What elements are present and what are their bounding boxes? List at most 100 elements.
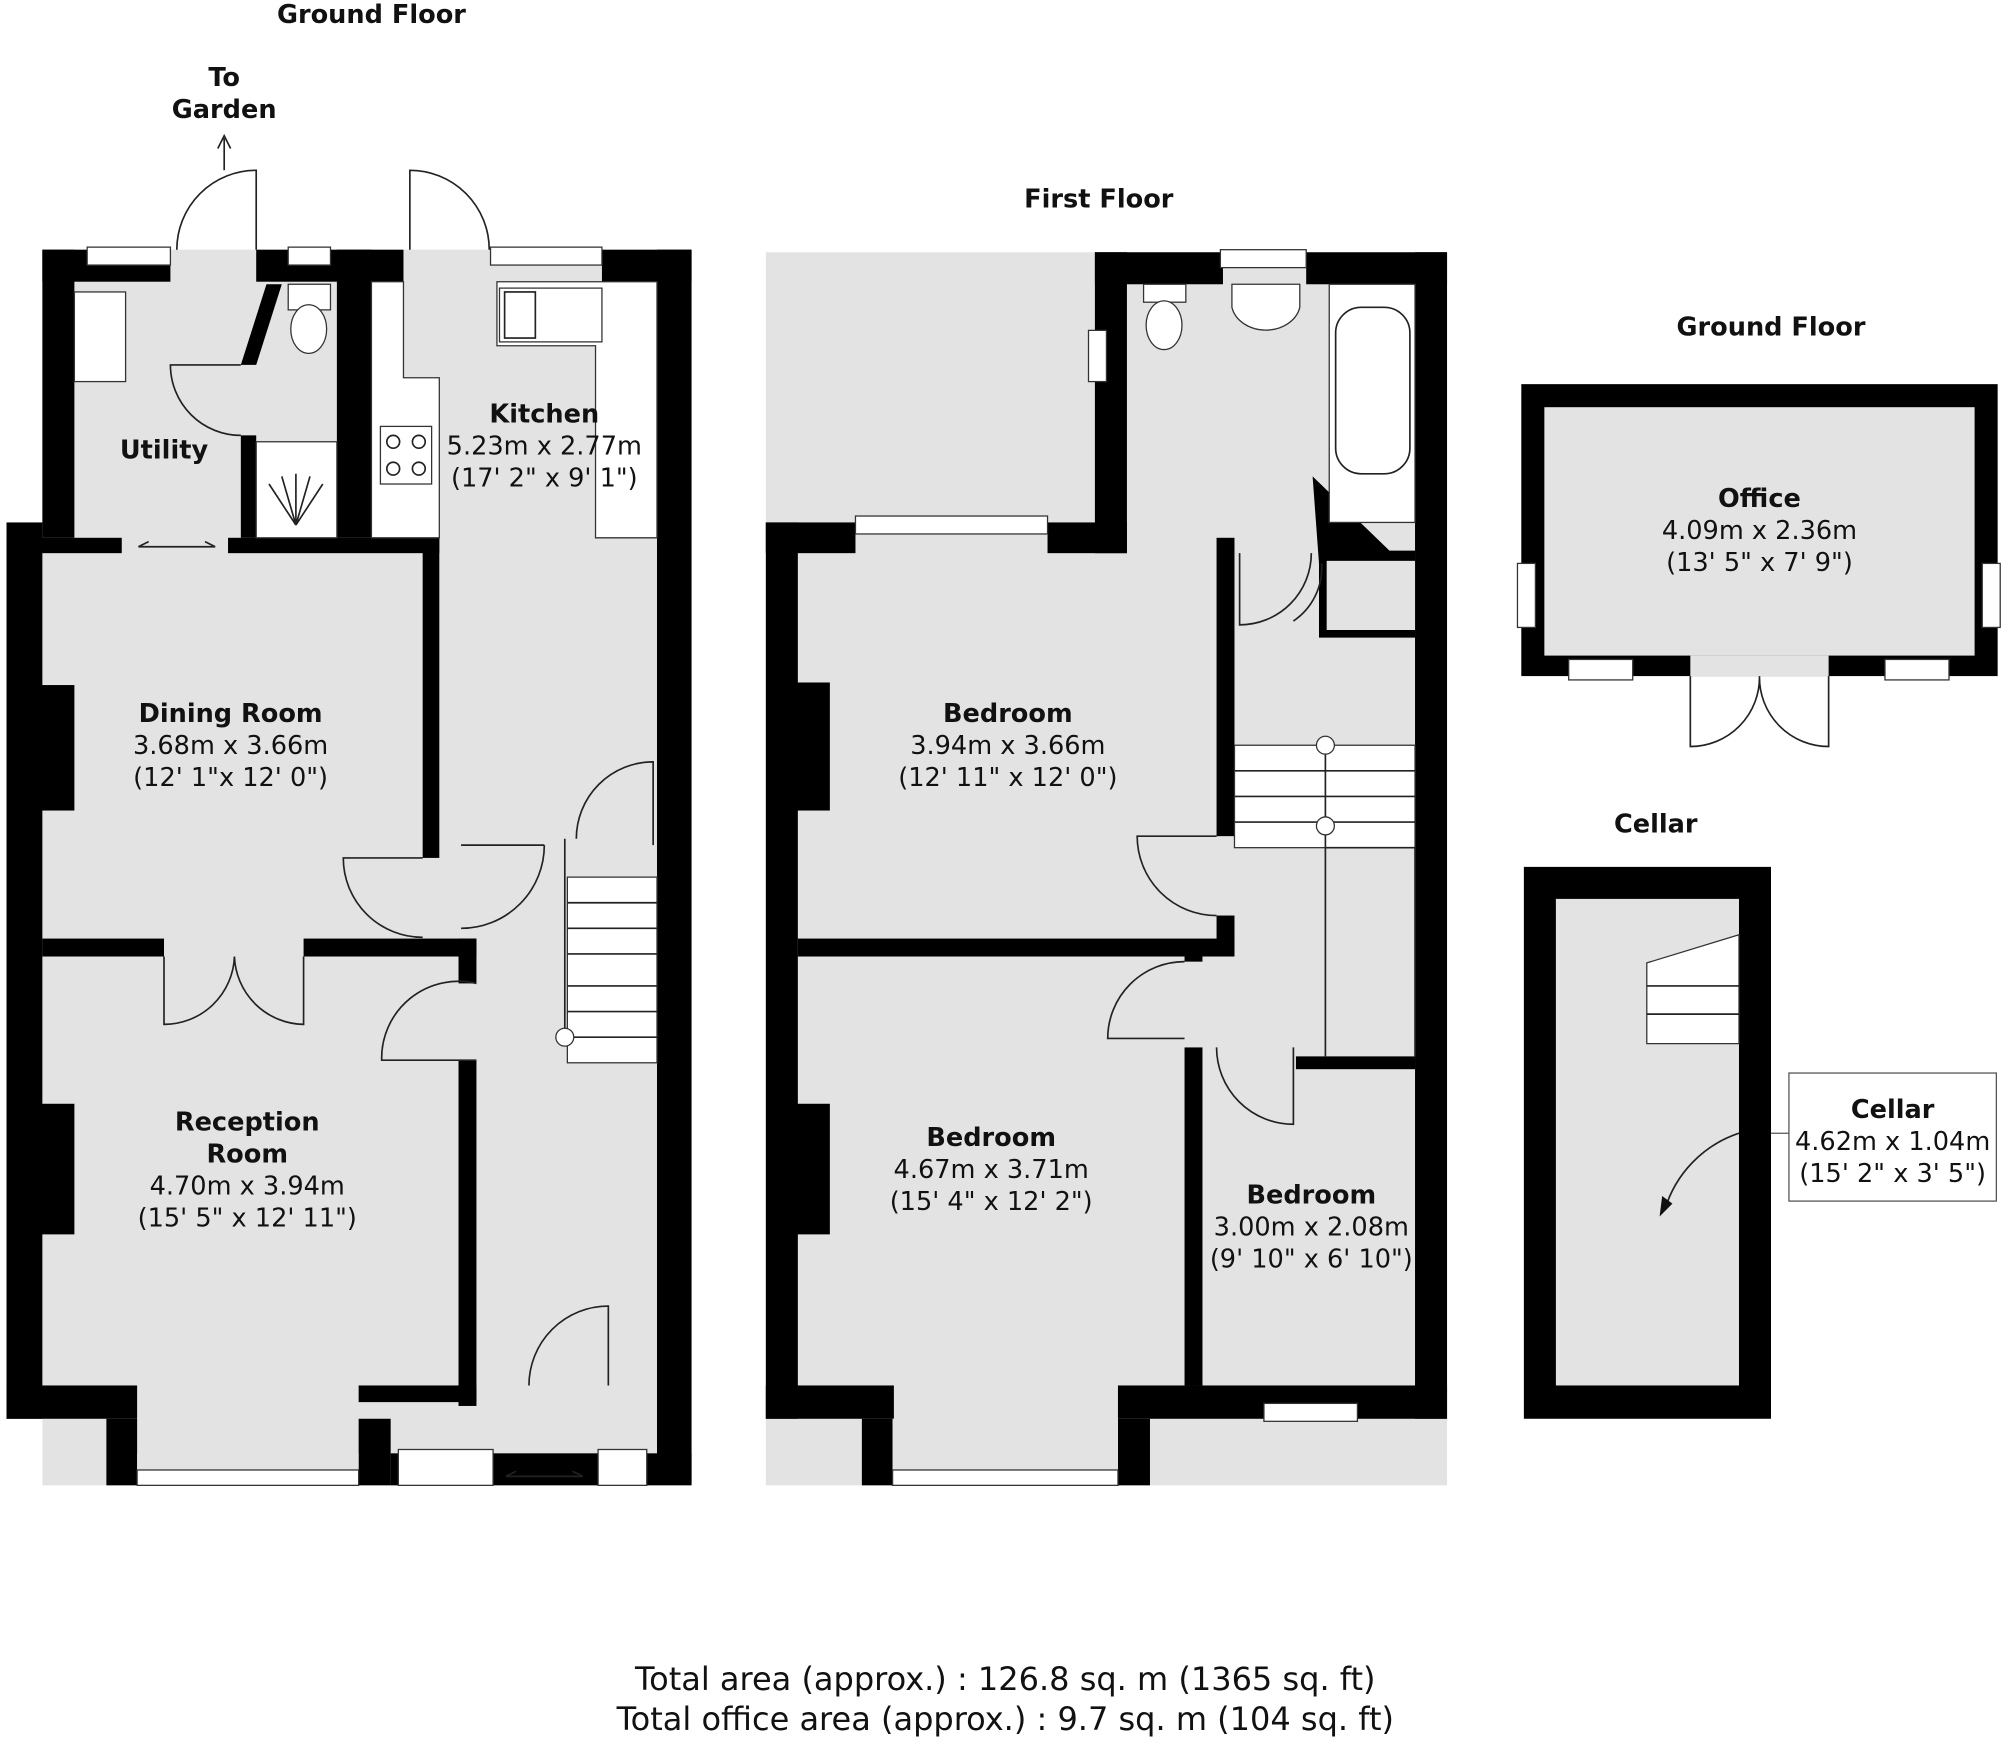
bedroom-imperial: (9' 10" x 6' 10") [1210, 1245, 1413, 1275]
wall-or-fixture [861, 1418, 893, 1486]
double-doors[interactable] [163, 956, 305, 1026]
wall-or-fixture [1094, 252, 1127, 554]
plan-detail [385, 461, 401, 476]
office-metric: 4.09m x 2.36m [1662, 516, 1857, 546]
cellar-metric: 4.62m x 1.04m [1795, 1127, 1990, 1157]
bathroom-door[interactable] [1238, 553, 1313, 626]
utility-sink-icon [73, 291, 127, 383]
plan-detail [411, 461, 427, 476]
reception-label: Reception [175, 1108, 320, 1138]
plan-detail [1646, 985, 1739, 1015]
wc-door[interactable] [169, 364, 241, 437]
toilet-icon [1145, 300, 1183, 351]
wall [240, 284, 282, 365]
wall-or-fixture [1295, 1056, 1416, 1070]
kitchen-imperial: (17' 2" x 9' 1") [451, 464, 638, 494]
bedroom-door[interactable] [1215, 1047, 1295, 1126]
plan-detail [385, 434, 401, 449]
wall [656, 249, 692, 1483]
plan-detail [1315, 816, 1336, 836]
bay-window [891, 1469, 1119, 1486]
office-plan: Ground Floor Office 4.09m x 2.36m (13' 5… [1516, 312, 2001, 748]
ground-floor-plan: Ground Floor To Garden Utility Kitchen 5… [6, 0, 692, 1486]
toilet-cistern-icon [287, 283, 332, 311]
wall [42, 249, 75, 538]
wall [6, 522, 43, 1419]
wall-or-fixture [765, 522, 798, 1419]
wall [358, 1418, 391, 1486]
window [397, 1448, 494, 1486]
plan-detail [411, 434, 427, 449]
reception-metric: 4.70m x 3.94m [150, 1172, 345, 1202]
kitchen-metric: 5.23m x 2.77m [447, 432, 642, 462]
first-floor-plan: First Floor Bedroom 3.94m x 3.66m (12' 1… [765, 184, 1448, 1486]
cellar-plan: Cellar Cellar 4.62m x 1.04m (15' 2" x 3'… [1523, 809, 1998, 1419]
wall [42, 938, 165, 957]
cellar-title: Cellar [1614, 809, 1698, 839]
to-garden-label: Garden [172, 95, 277, 125]
wall-or-fixture [1117, 1418, 1150, 1486]
sliding-door-arrow-icon [505, 1470, 584, 1478]
total-area-text: Total area (approx.) : 126.8 sq. m (1365… [634, 1660, 1376, 1698]
office-double-doors[interactable] [1689, 676, 1830, 748]
window [86, 246, 172, 266]
toilet-cistern-icon [1142, 283, 1187, 303]
wall-or-fixture [1690, 655, 1829, 677]
office-label: Office [1718, 484, 1801, 514]
bedroom-door[interactable] [1136, 835, 1217, 917]
window [597, 1448, 648, 1486]
wall [6, 1385, 138, 1419]
wall [458, 938, 477, 984]
plan-detail [268, 473, 324, 526]
arrow-icon [1659, 1195, 1673, 1217]
wall [240, 435, 257, 538]
bedroom-label: Bedroom [926, 1123, 1056, 1153]
front-door[interactable] [528, 1305, 610, 1386]
chimney-breast [25, 685, 75, 811]
understairs-door[interactable] [575, 761, 654, 846]
bedroom-label: Bedroom [1246, 1181, 1376, 1211]
reception-door[interactable] [380, 980, 477, 1062]
wall-or-fixture [1415, 252, 1448, 1419]
kitchen-counter [496, 281, 658, 539]
utility-label: Utility [120, 435, 209, 465]
wall-or-fixture [1047, 522, 1127, 554]
dining-label: Dining Room [139, 699, 323, 729]
window [1087, 329, 1108, 383]
wall-or-fixture [1646, 933, 1740, 1045]
toilet-icon [290, 304, 328, 355]
wall [228, 537, 440, 554]
wall [458, 1060, 477, 1406]
plan-detail [1315, 735, 1336, 755]
bath-icon [1328, 283, 1416, 524]
reception-label: Room [206, 1140, 288, 1170]
window [854, 515, 1049, 535]
wall [336, 249, 372, 538]
wall [422, 537, 440, 858]
wall [106, 1418, 138, 1486]
wall-or-fixture [566, 876, 658, 1064]
chimney-breast [25, 1103, 75, 1235]
cellar-imperial: (15' 2" x 3' 5") [1799, 1159, 1986, 1189]
kitchen-back-door[interactable] [409, 169, 491, 250]
bedroom-imperial: (12' 11" x 12' 0") [898, 763, 1117, 793]
wall-or-fixture [1334, 306, 1411, 475]
basin-icon [1231, 283, 1301, 331]
staircase [1233, 735, 1416, 1057]
bedroom-door[interactable] [1106, 960, 1185, 1040]
dining-door[interactable] [342, 857, 423, 939]
staircase [555, 838, 658, 1064]
window [489, 246, 603, 266]
wall-or-fixture [1544, 407, 1975, 656]
wall-or-fixture [1184, 1047, 1203, 1386]
cupboard-door[interactable] [1292, 563, 1323, 622]
kitchen-sink-icon [498, 287, 603, 343]
hob-icon [379, 425, 433, 485]
wall-or-fixture [503, 291, 537, 339]
garden-door[interactable] [175, 169, 258, 250]
window [1263, 1402, 1359, 1422]
hall-door[interactable] [461, 844, 546, 930]
wall [371, 249, 404, 282]
window [1219, 249, 1307, 269]
